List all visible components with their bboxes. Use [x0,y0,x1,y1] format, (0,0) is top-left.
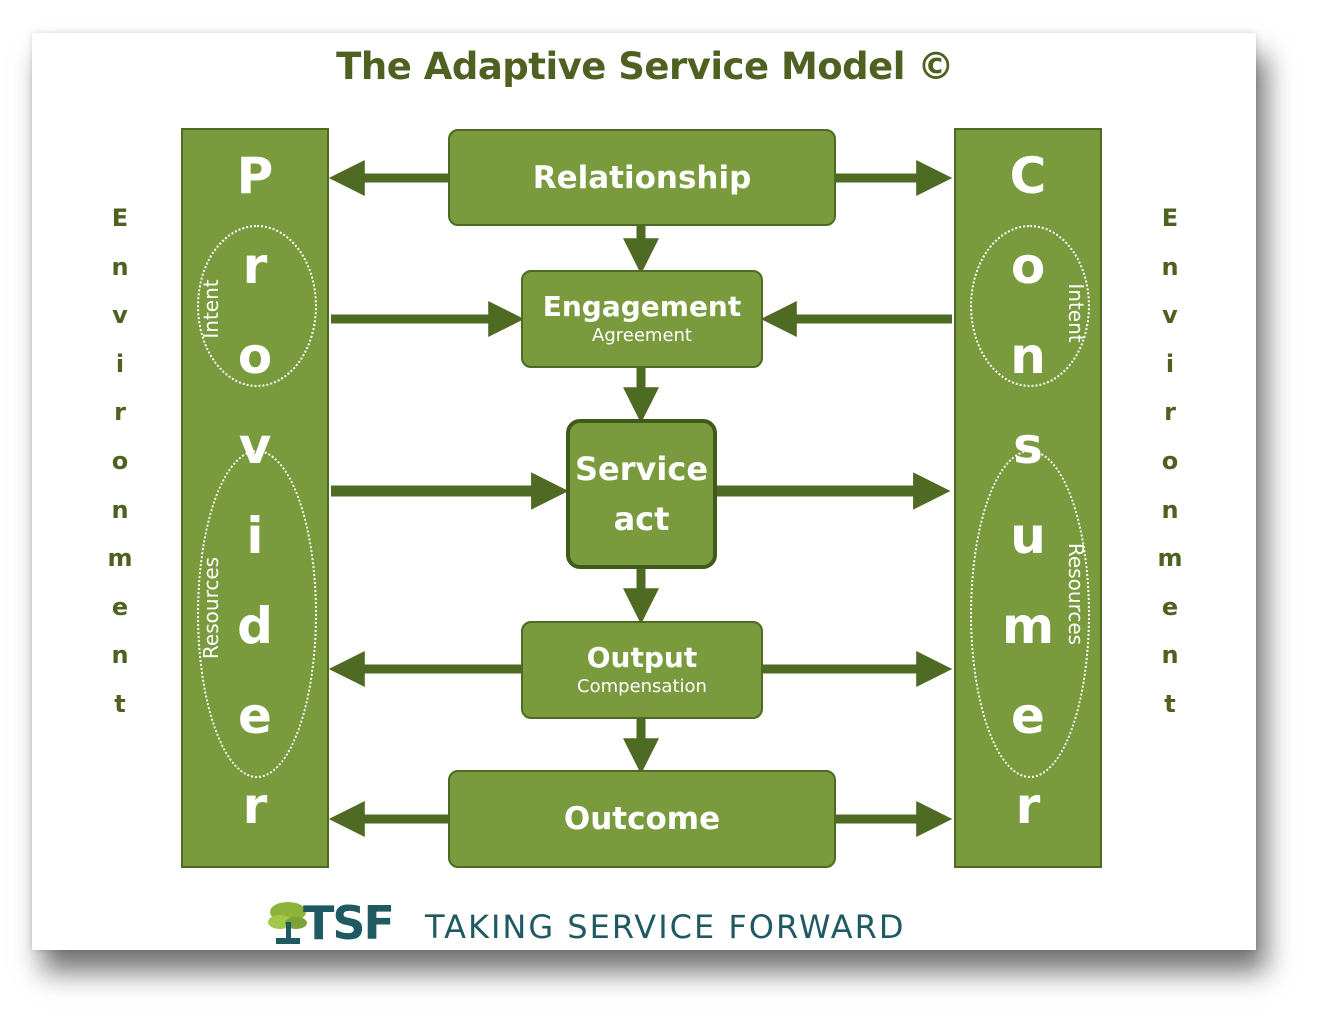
environment-letter: n [111,495,129,524]
logo-tagline: TAKING SERVICE FORWARD [425,908,906,946]
engagement-box: Engagement Agreement [521,270,763,368]
environment-letter: t [1164,689,1176,718]
agreement-label: Agreement [592,325,692,346]
consumer-letter: o [1010,237,1046,295]
consumer-letter: s [1013,417,1043,475]
provider-letter: r [242,237,268,295]
output-box: Output Compensation [521,621,763,719]
provider-letter: P [236,147,274,205]
consumer-letter: C [1009,147,1047,205]
consumer-letter: e [1011,687,1045,745]
outcome-box: Outcome [448,770,836,868]
relationship-box: Relationship [448,129,836,226]
provider-resources-oval [197,450,317,778]
provider-letter: r [242,777,268,835]
consumer-letter: m [1001,597,1055,655]
compensation-label: Compensation [577,676,707,697]
environment-letter: e [1161,592,1179,621]
environment-letter: i [1165,349,1175,378]
consumer-resources-oval [970,450,1090,778]
provider-letter: i [246,507,264,565]
tsf-tree-logo-icon [268,902,307,944]
output-label: Output [586,641,698,674]
service-label: Service [574,450,709,488]
outcome-label: Outcome [563,801,721,837]
environment-letter: o [1161,446,1179,475]
consumer-letter: u [1010,507,1046,565]
environment-letter: t [114,689,126,718]
provider-letter: v [238,417,272,475]
consumer-letter: n [1010,327,1046,385]
environment-letter: v [112,301,128,330]
environment-letter: E [1161,204,1179,232]
environment-letter: r [114,398,126,427]
provider-letter: d [237,597,273,655]
environment-letter: e [111,592,129,621]
act-label: act [613,500,670,538]
environment-letter: n [111,641,129,670]
tsf-logo-mark: TSF [303,896,395,950]
consumer-intent-oval [970,225,1090,387]
environment-letter: n [1161,252,1179,281]
environment-letter: n [1161,641,1179,670]
engagement-label: Engagement [542,290,742,323]
environment-letter: i [115,349,125,378]
provider-intent-oval [197,225,317,387]
environment-letter: n [1161,495,1179,524]
provider-letter: e [238,687,272,745]
environment-letter: r [1164,398,1176,427]
environment-letter: m [1157,544,1183,573]
provider-letter: o [237,327,273,385]
environment-letter: E [111,204,129,232]
environment-letter: m [107,544,133,573]
environment-letter: n [111,252,129,281]
environment-letter: o [111,446,129,475]
relationship-label: Relationship [532,159,752,196]
diagram-title: The Adaptive Service Model © [336,45,954,88]
environment-letter: v [1162,301,1178,330]
service-act-box: Service act [566,419,717,569]
consumer-letter: r [1015,777,1041,835]
